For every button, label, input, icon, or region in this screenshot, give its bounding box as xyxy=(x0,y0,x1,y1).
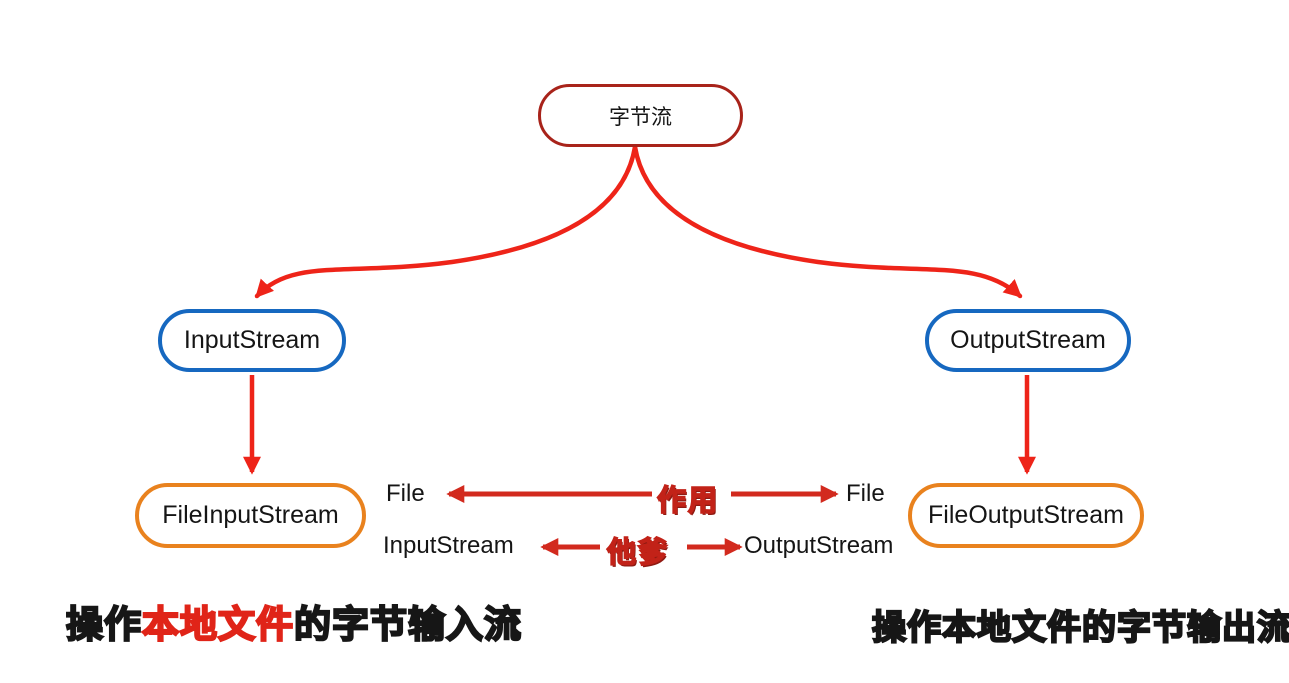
inputstream-node-label: InputStream xyxy=(183,326,321,354)
root-node-label: 字节流 xyxy=(609,105,672,129)
caption-left-prefix: 操作 xyxy=(65,603,142,646)
relation2-right-text: OutputStream xyxy=(744,532,894,559)
arrow-root-to-outputstream-icon xyxy=(632,144,1023,299)
caption-right-text: 操作本地文件的字节输出流 xyxy=(871,608,1289,648)
caption-left-suffix: 的字节输入流 xyxy=(293,603,522,646)
caption-byte-input-stream: 操作本地文件的字节输入流 xyxy=(65,594,522,648)
root-node-byte-stream: 字节流 xyxy=(538,84,743,147)
fileinputstream-node-label: FileInputStream xyxy=(162,501,339,529)
outputstream-node: OutputStream xyxy=(925,309,1131,372)
caption-byte-output-stream: 操作本地文件的字节输出流 xyxy=(871,600,1289,649)
outputstream-node-label: OutputStream xyxy=(950,326,1106,354)
caption-left-highlight: 本地文件 xyxy=(141,603,294,646)
relation1-right-text: File xyxy=(846,480,885,507)
relation1-left-text: File xyxy=(386,480,425,507)
fileoutputstream-node-label: FileOutputStream xyxy=(928,501,1124,529)
relation1-center-label: 作用 xyxy=(656,484,720,518)
fileinputstream-node: FileInputStream xyxy=(135,483,366,548)
fileoutputstream-node: FileOutputStream xyxy=(908,483,1144,548)
arrow-root-to-inputstream-icon xyxy=(254,144,638,299)
relation2-center-label: 他爹 xyxy=(606,536,670,570)
inputstream-node: InputStream xyxy=(158,309,346,372)
relation2-left-text: InputStream xyxy=(383,532,514,559)
